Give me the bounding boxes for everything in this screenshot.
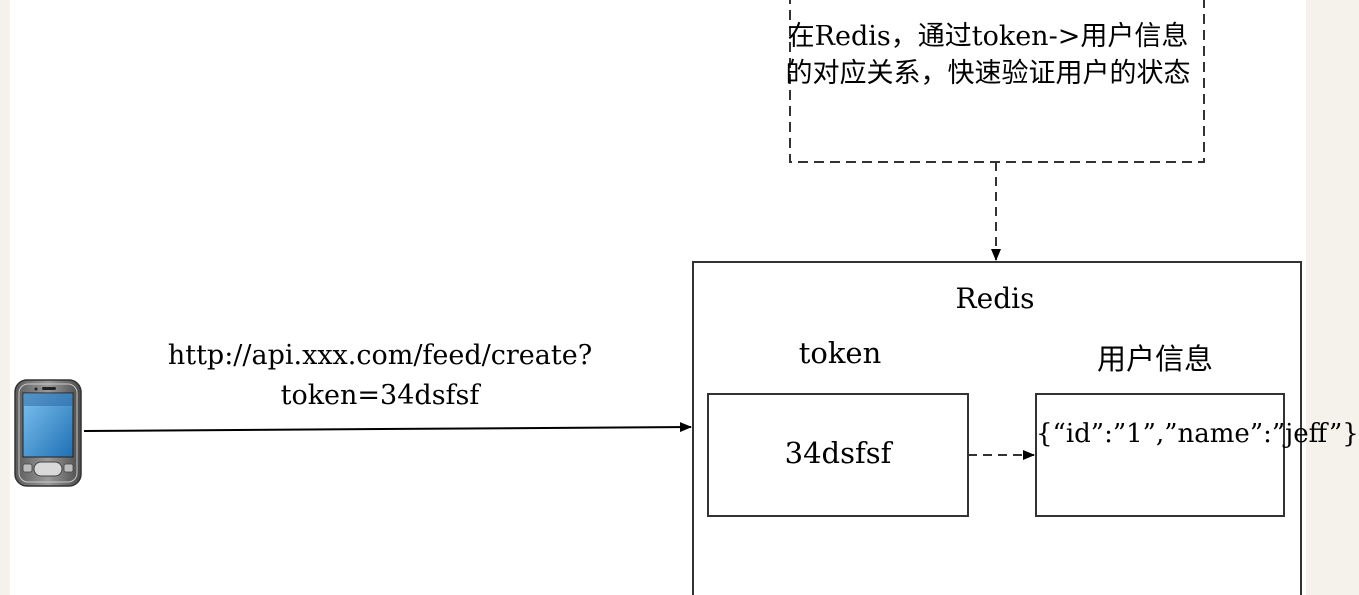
request-url-line2: token=34dsfsf <box>280 380 480 411</box>
token-box <box>707 393 969 517</box>
redis-title: Redis <box>955 282 1035 315</box>
userinfo-column-label: 用户信息 <box>1096 342 1213 376</box>
userinfo-box <box>1035 393 1285 517</box>
diagram-shapes <box>14 0 1302 595</box>
userinfo-value: {“id”:”1”,”name”:”jeff”} <box>1036 419 1359 449</box>
request-arrow <box>83 422 692 433</box>
note-text: 在Redis，通过token->用户信息的对应关系，快速验证用户的状态 <box>785 21 1191 89</box>
note-box <box>789 0 1205 163</box>
token-column-label: token <box>798 336 882 370</box>
request-url-line1: http://api.xxx.com/feed/create? <box>167 340 593 371</box>
token-value: 34dsfsf <box>784 436 892 470</box>
request-url: http://api.xxx.com/feed/create? token=34… <box>90 336 670 416</box>
mobile-phone-icon <box>14 379 82 487</box>
